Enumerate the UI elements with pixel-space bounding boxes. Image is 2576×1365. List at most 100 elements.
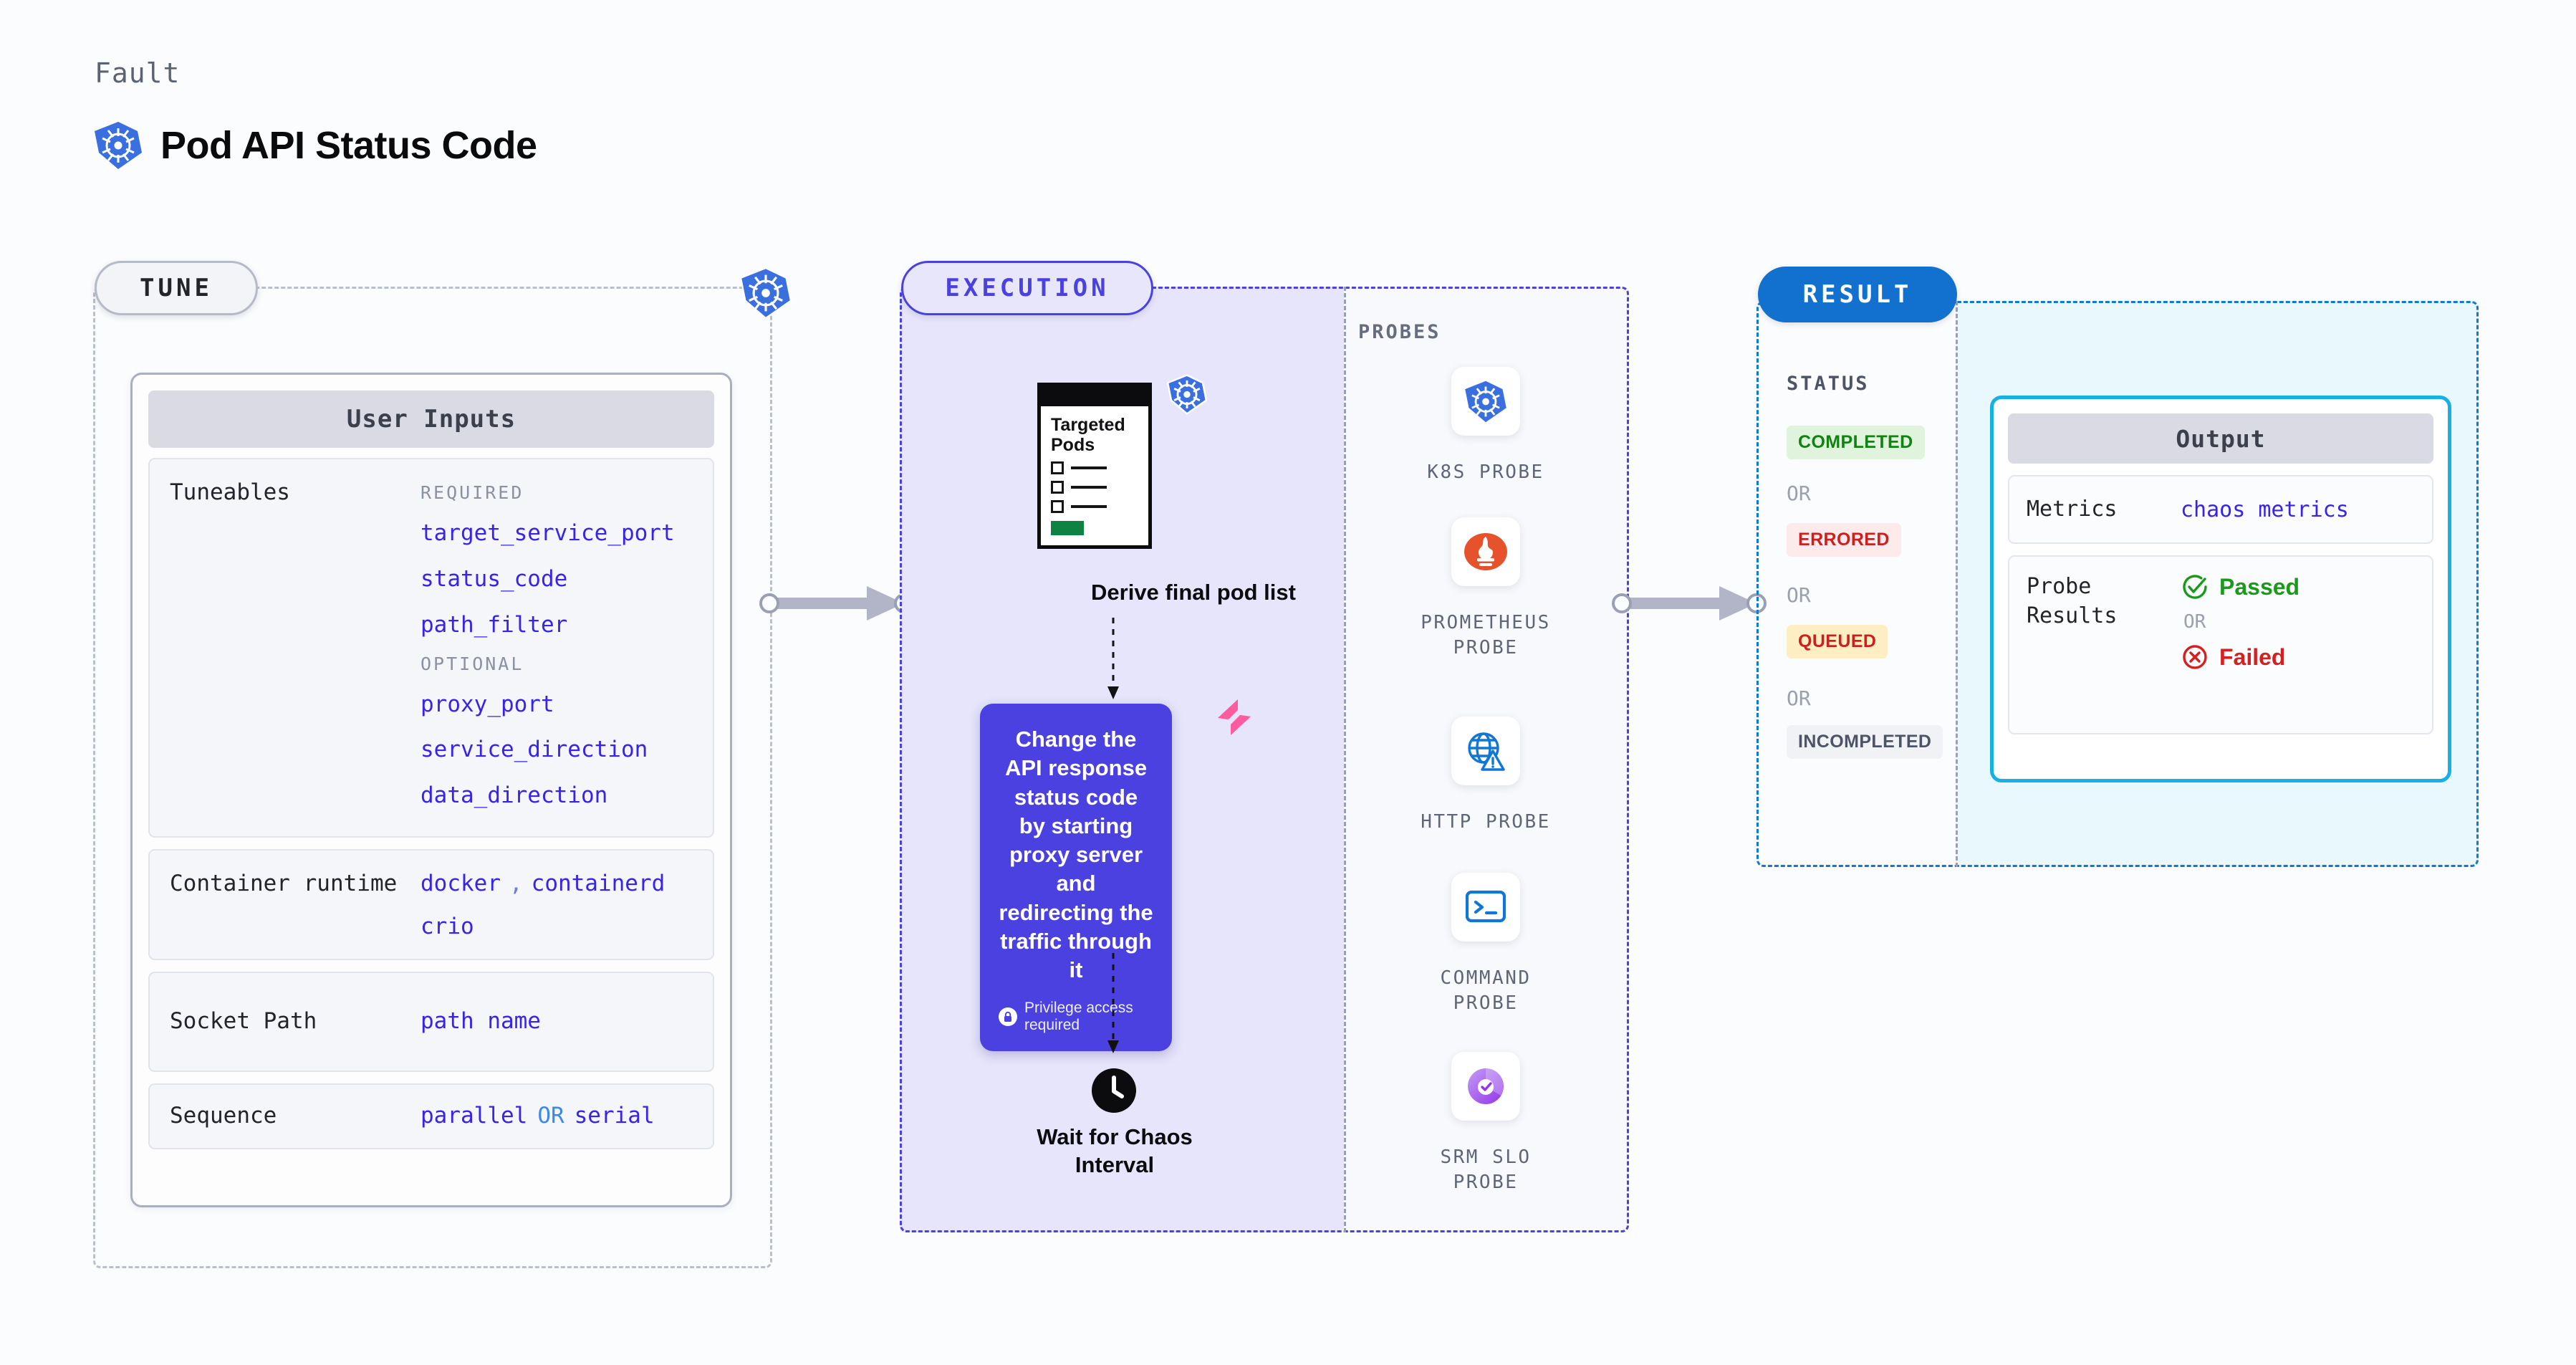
connector-tune-to-execution <box>759 582 918 625</box>
status-or-2: OR <box>1787 583 1811 607</box>
metrics-label: Metrics <box>2027 496 2118 522</box>
flow-arrow-down <box>1102 953 1125 1058</box>
wait-chaos-caption-line2: Interval <box>1075 1151 1155 1177</box>
pods-card-titlebar <box>1041 386 1148 406</box>
probe-label-prometheus-line1: PROMETHEUS <box>1421 612 1551 633</box>
user-inputs-title: User Inputs <box>148 391 714 448</box>
stage-chip-execution-label: EXECUTION <box>945 274 1110 302</box>
probe-tile-srm-slo[interactable] <box>1451 1052 1520 1121</box>
execution-probes-divider <box>1344 287 1346 1232</box>
runtime-containerd[interactable]: containerd <box>531 871 665 896</box>
stage-chip-result-label: RESULT <box>1802 280 1913 309</box>
sequence-parallel[interactable]: parallel <box>420 1103 528 1129</box>
probe-label-http-line1: HTTP PROBE <box>1421 811 1551 833</box>
status-heading: STATUS <box>1787 373 1870 395</box>
checkbox-icon <box>1051 481 1064 494</box>
optional-heading: OPTIONAL <box>420 653 524 674</box>
tuneable-required-1[interactable]: status_code <box>420 565 568 592</box>
stage-chip-execution[interactable]: EXECUTION <box>901 261 1153 315</box>
tuneables-row: Tuneables REQUIRED target_service_port s… <box>148 458 714 838</box>
page-title: Pod API Status Code <box>160 124 537 167</box>
clock-icon <box>1091 1068 1137 1113</box>
placeholder-line <box>1071 466 1107 469</box>
runtime-crio[interactable]: crio <box>420 913 474 939</box>
probe-tile-k8s[interactable] <box>1451 367 1520 436</box>
pods-progress-bar <box>1051 521 1084 535</box>
pods-list-item <box>1051 461 1140 474</box>
result-panel <box>1756 301 2479 867</box>
socket-path-label: Socket Path <box>170 1008 317 1035</box>
tuneable-required-2[interactable]: path_filter <box>420 611 568 638</box>
container-runtime-row: Container runtime docker , containerd cr… <box>148 849 714 960</box>
tuneable-optional-2[interactable]: data_direction <box>420 782 608 809</box>
probe-label-command: COMMAND PROBE <box>1393 966 1579 1016</box>
pods-list-item <box>1051 481 1140 494</box>
container-runtime-values: docker , containerd crio <box>420 869 693 940</box>
probe-tile-command[interactable] <box>1451 873 1520 942</box>
tuneable-required-0[interactable]: target_service_port <box>420 520 675 546</box>
stage-chip-tune[interactable]: TUNE <box>95 261 258 315</box>
fault-kicker: Fault <box>95 57 181 89</box>
probe-result-passed-label: Passed <box>2219 573 2300 600</box>
probe-results-values: Passed OR Failed <box>2181 573 2299 717</box>
tuneables-values: REQUIRED target_service_port status_code… <box>420 478 693 818</box>
required-heading: REQUIRED <box>420 482 524 503</box>
status-badge-incompleted: INCOMPLETED <box>1787 725 1943 759</box>
user-inputs-card: User Inputs Tuneables REQUIRED target_se… <box>130 373 732 1207</box>
srm-slo-icon <box>1465 1065 1506 1107</box>
pods-list-item <box>1051 500 1140 513</box>
sequence-or: OR <box>537 1103 564 1129</box>
wait-chaos-caption-line1: Wait for Chaos <box>1037 1124 1193 1149</box>
kubernetes-icon <box>739 267 792 320</box>
tuneable-optional-1[interactable]: service_direction <box>420 737 648 763</box>
probe-results-label-line2: Results <box>2027 603 2118 628</box>
status-badge-errored: ERRORED <box>1787 523 1901 557</box>
sequence-values: parallel OR serial <box>420 1101 693 1131</box>
runtime-docker[interactable]: docker <box>420 871 501 896</box>
probe-tile-prometheus[interactable] <box>1451 517 1520 586</box>
placeholder-line <box>1071 505 1107 508</box>
status-badge-completed: COMPLETED <box>1787 426 1925 459</box>
kubernetes-icon <box>1465 380 1506 423</box>
probe-label-srm-slo-line2: PROBE <box>1453 1172 1519 1194</box>
output-card: Output Metrics chaos metrics Probe Resul… <box>1990 396 2451 782</box>
probe-results-row: Probe Results Passed OR <box>2008 555 2433 734</box>
check-circle-icon <box>2181 573 2209 601</box>
stage-chip-result[interactable]: RESULT <box>1758 267 1957 322</box>
probe-label-srm-slo: SRM SLO PROBE <box>1393 1145 1579 1195</box>
prometheus-icon <box>1464 530 1508 574</box>
probe-label-prometheus-line2: PROBE <box>1453 637 1519 659</box>
pods-card-title-line1: Targeted <box>1051 415 1125 435</box>
socket-path-row: Socket Path path name <box>148 972 714 1072</box>
sequence-serial[interactable]: serial <box>574 1103 655 1129</box>
sequence-row: Sequence parallel OR serial <box>148 1083 714 1149</box>
tune-panel <box>93 287 772 1268</box>
probe-result-passed: Passed <box>2181 573 2299 601</box>
command-terminal-icon <box>1465 889 1506 925</box>
probe-label-srm-slo-line1: SRM SLO <box>1440 1146 1532 1168</box>
metrics-row: Metrics chaos metrics <box>2008 475 2433 544</box>
pods-card-body: Targeted Pods <box>1041 406 1148 545</box>
checkbox-icon <box>1051 500 1064 513</box>
socket-path-value[interactable]: path name <box>420 1008 541 1035</box>
chaos-action-card: Change the API response status code by s… <box>980 704 1172 1051</box>
probe-label-k8s: K8S PROBE <box>1393 460 1579 485</box>
probe-result-failed-label: Failed <box>2219 643 2286 670</box>
privilege-note-text: Privilege access required <box>1024 999 1133 1033</box>
runtime-separator: , <box>509 871 523 896</box>
socket-path-values: path name <box>420 1007 693 1037</box>
connector-execution-to-result <box>1612 582 1771 625</box>
probe-tile-http[interactable] <box>1451 717 1520 785</box>
probe-results-label-line1: Probe <box>2027 574 2092 599</box>
x-circle-icon <box>2181 643 2209 671</box>
flow-arrow-down <box>1102 618 1125 704</box>
tuneable-optional-0[interactable]: proxy_port <box>420 691 554 717</box>
probe-label-http: HTTP PROBE <box>1393 810 1579 835</box>
metrics-value[interactable]: chaos metrics <box>2181 497 2349 522</box>
status-badge-queued: QUEUED <box>1787 625 1888 658</box>
probes-heading: PROBES <box>1358 321 1441 343</box>
page-title-row: Pod API Status Code <box>95 120 537 171</box>
probe-label-prometheus: PROMETHEUS PROBE <box>1393 610 1579 661</box>
kubernetes-icon <box>1166 374 1208 415</box>
probe-label-k8s-line1: K8S PROBE <box>1427 461 1544 483</box>
